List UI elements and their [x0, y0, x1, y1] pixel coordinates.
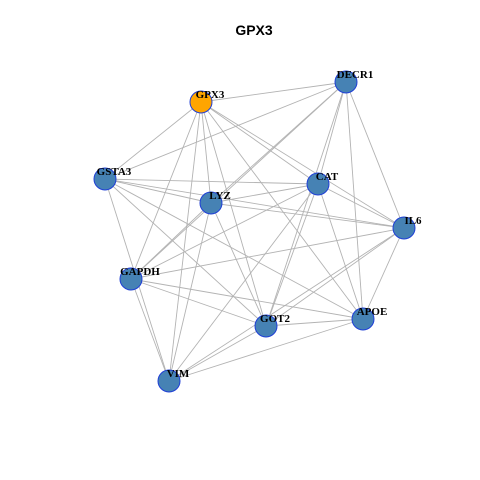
- node-circle-got2: [254, 314, 278, 338]
- node-circle-lyz: [199, 191, 223, 215]
- node-gapdh: GAPDH: [119, 266, 160, 291]
- edge-gpx3-got2: [200, 101, 267, 327]
- node-label-il6: IL6: [404, 215, 422, 227]
- node-label-cat: CAT: [316, 171, 339, 183]
- edge-gsta3-apoe: [104, 178, 364, 320]
- node-gpx3: GPX3: [189, 89, 225, 114]
- edge-cat-vim: [168, 183, 319, 382]
- node-got2: GOT2: [254, 313, 290, 338]
- edge-got2-vim: [168, 325, 267, 382]
- edge-cat-gapdh: [130, 183, 319, 280]
- node-circle-cat: [306, 172, 330, 196]
- edge-layer: [104, 81, 405, 382]
- edge-apoe-got2: [265, 318, 364, 327]
- edge-gpx3-apoe: [200, 101, 364, 320]
- edge-gsta3-il6: [104, 178, 405, 229]
- edge-gpx3-gapdh: [130, 101, 202, 280]
- edge-gpx3-il6: [200, 101, 405, 229]
- edge-il6-gapdh: [130, 227, 405, 280]
- node-il6: IL6: [392, 215, 422, 240]
- edge-decr1-gapdh: [130, 81, 347, 280]
- node-cat: CAT: [306, 171, 339, 196]
- edge-gpx3-vim: [168, 101, 202, 382]
- node-label-apoe: APOE: [357, 306, 388, 318]
- edge-decr1-gsta3: [104, 81, 347, 180]
- node-label-gapdh: GAPDH: [120, 266, 160, 278]
- edge-gpx3-gsta3: [104, 101, 202, 180]
- edge-gapdh-vim: [130, 278, 170, 382]
- node-label-lyz: LYZ: [209, 190, 231, 202]
- node-label-vim: VIM: [167, 368, 190, 380]
- edge-apoe-vim: [168, 318, 364, 382]
- node-circle-il6: [392, 216, 416, 240]
- node-label-got2: GOT2: [260, 313, 290, 325]
- node-gsta3: GSTA3: [93, 166, 132, 191]
- edge-gapdh-apoe: [130, 278, 364, 320]
- node-vim: VIM: [157, 368, 190, 393]
- node-label-gpx3: GPX3: [196, 89, 225, 101]
- edge-gpx3-decr1: [200, 81, 347, 103]
- edge-cat-apoe: [317, 183, 364, 320]
- edge-il6-vim: [168, 227, 405, 382]
- edge-cat-lyz: [210, 183, 319, 204]
- node-circle-apoe: [351, 307, 375, 331]
- edge-decr1-il6: [345, 81, 405, 229]
- edge-gapdh-got2: [130, 278, 267, 327]
- edge-cat-il6: [317, 183, 405, 229]
- node-decr1: DECR1: [334, 69, 374, 94]
- edge-decr1-got2: [265, 81, 347, 327]
- edge-decr1-apoe: [345, 81, 364, 320]
- edge-gsta3-got2: [104, 178, 267, 327]
- edge-lyz-vim: [168, 202, 212, 382]
- node-label-gsta3: GSTA3: [97, 166, 132, 178]
- node-apoe: APOE: [351, 306, 388, 331]
- edge-gpx3-cat: [200, 101, 319, 185]
- node-circle-gpx3: [189, 90, 213, 114]
- plot-title: GPX3: [235, 22, 273, 38]
- node-circle-decr1: [334, 70, 358, 94]
- node-circle-gsta3: [93, 167, 117, 191]
- edge-gsta3-cat: [104, 178, 319, 185]
- edge-lyz-got2: [210, 202, 267, 327]
- node-lyz: LYZ: [199, 190, 231, 215]
- node-circle-vim: [157, 369, 181, 393]
- edge-decr1-cat: [317, 81, 347, 185]
- node-circle-gapdh: [119, 267, 143, 291]
- edge-cat-got2: [265, 183, 319, 327]
- edge-lyz-il6: [210, 202, 405, 229]
- edge-il6-apoe: [362, 227, 405, 320]
- edge-gpx3-lyz: [200, 101, 212, 204]
- edge-lyz-gapdh: [130, 202, 212, 280]
- edge-gsta3-lyz: [104, 178, 212, 204]
- node-label-decr1: DECR1: [337, 69, 374, 81]
- edge-il6-got2: [265, 227, 405, 327]
